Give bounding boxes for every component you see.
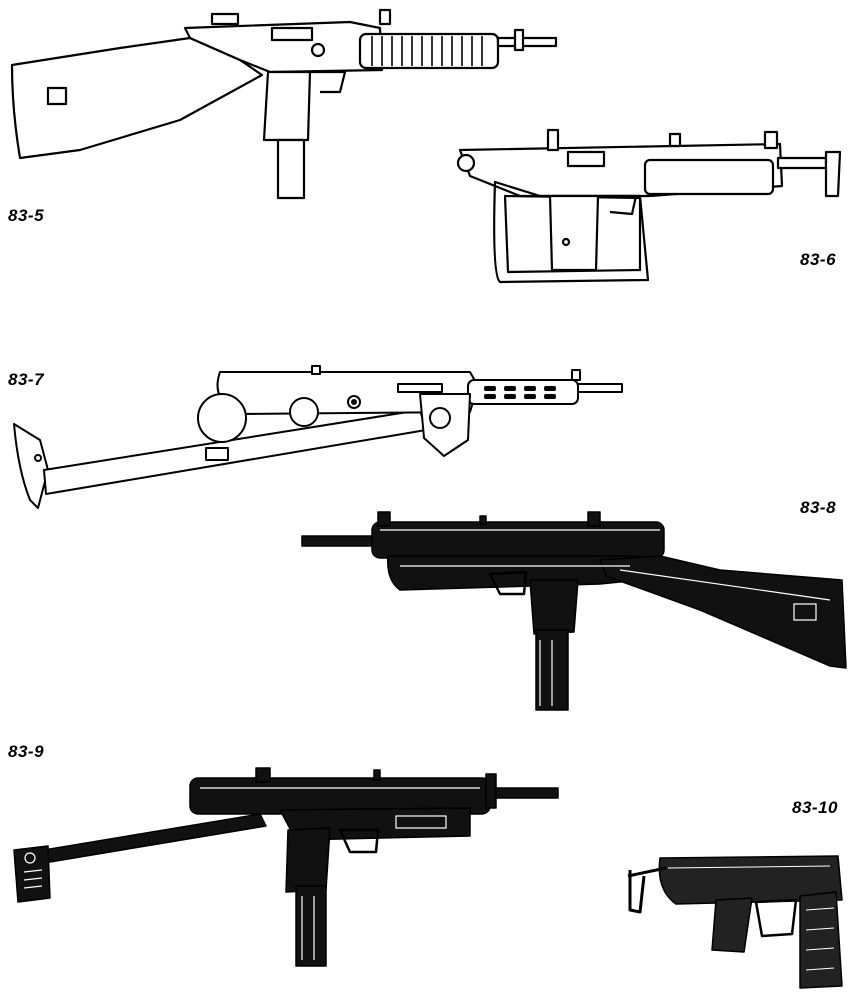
figure-label-83-7: 83-7: [8, 370, 45, 389]
figure-label-83-8: 83-8: [800, 498, 837, 517]
figure-label-83-10: 83-10: [792, 798, 838, 817]
figure-label-83-5: 83-5: [8, 206, 45, 225]
figure-label-83-9: 83-9: [8, 742, 45, 761]
figure-label-83-6: 83-6: [800, 250, 837, 269]
